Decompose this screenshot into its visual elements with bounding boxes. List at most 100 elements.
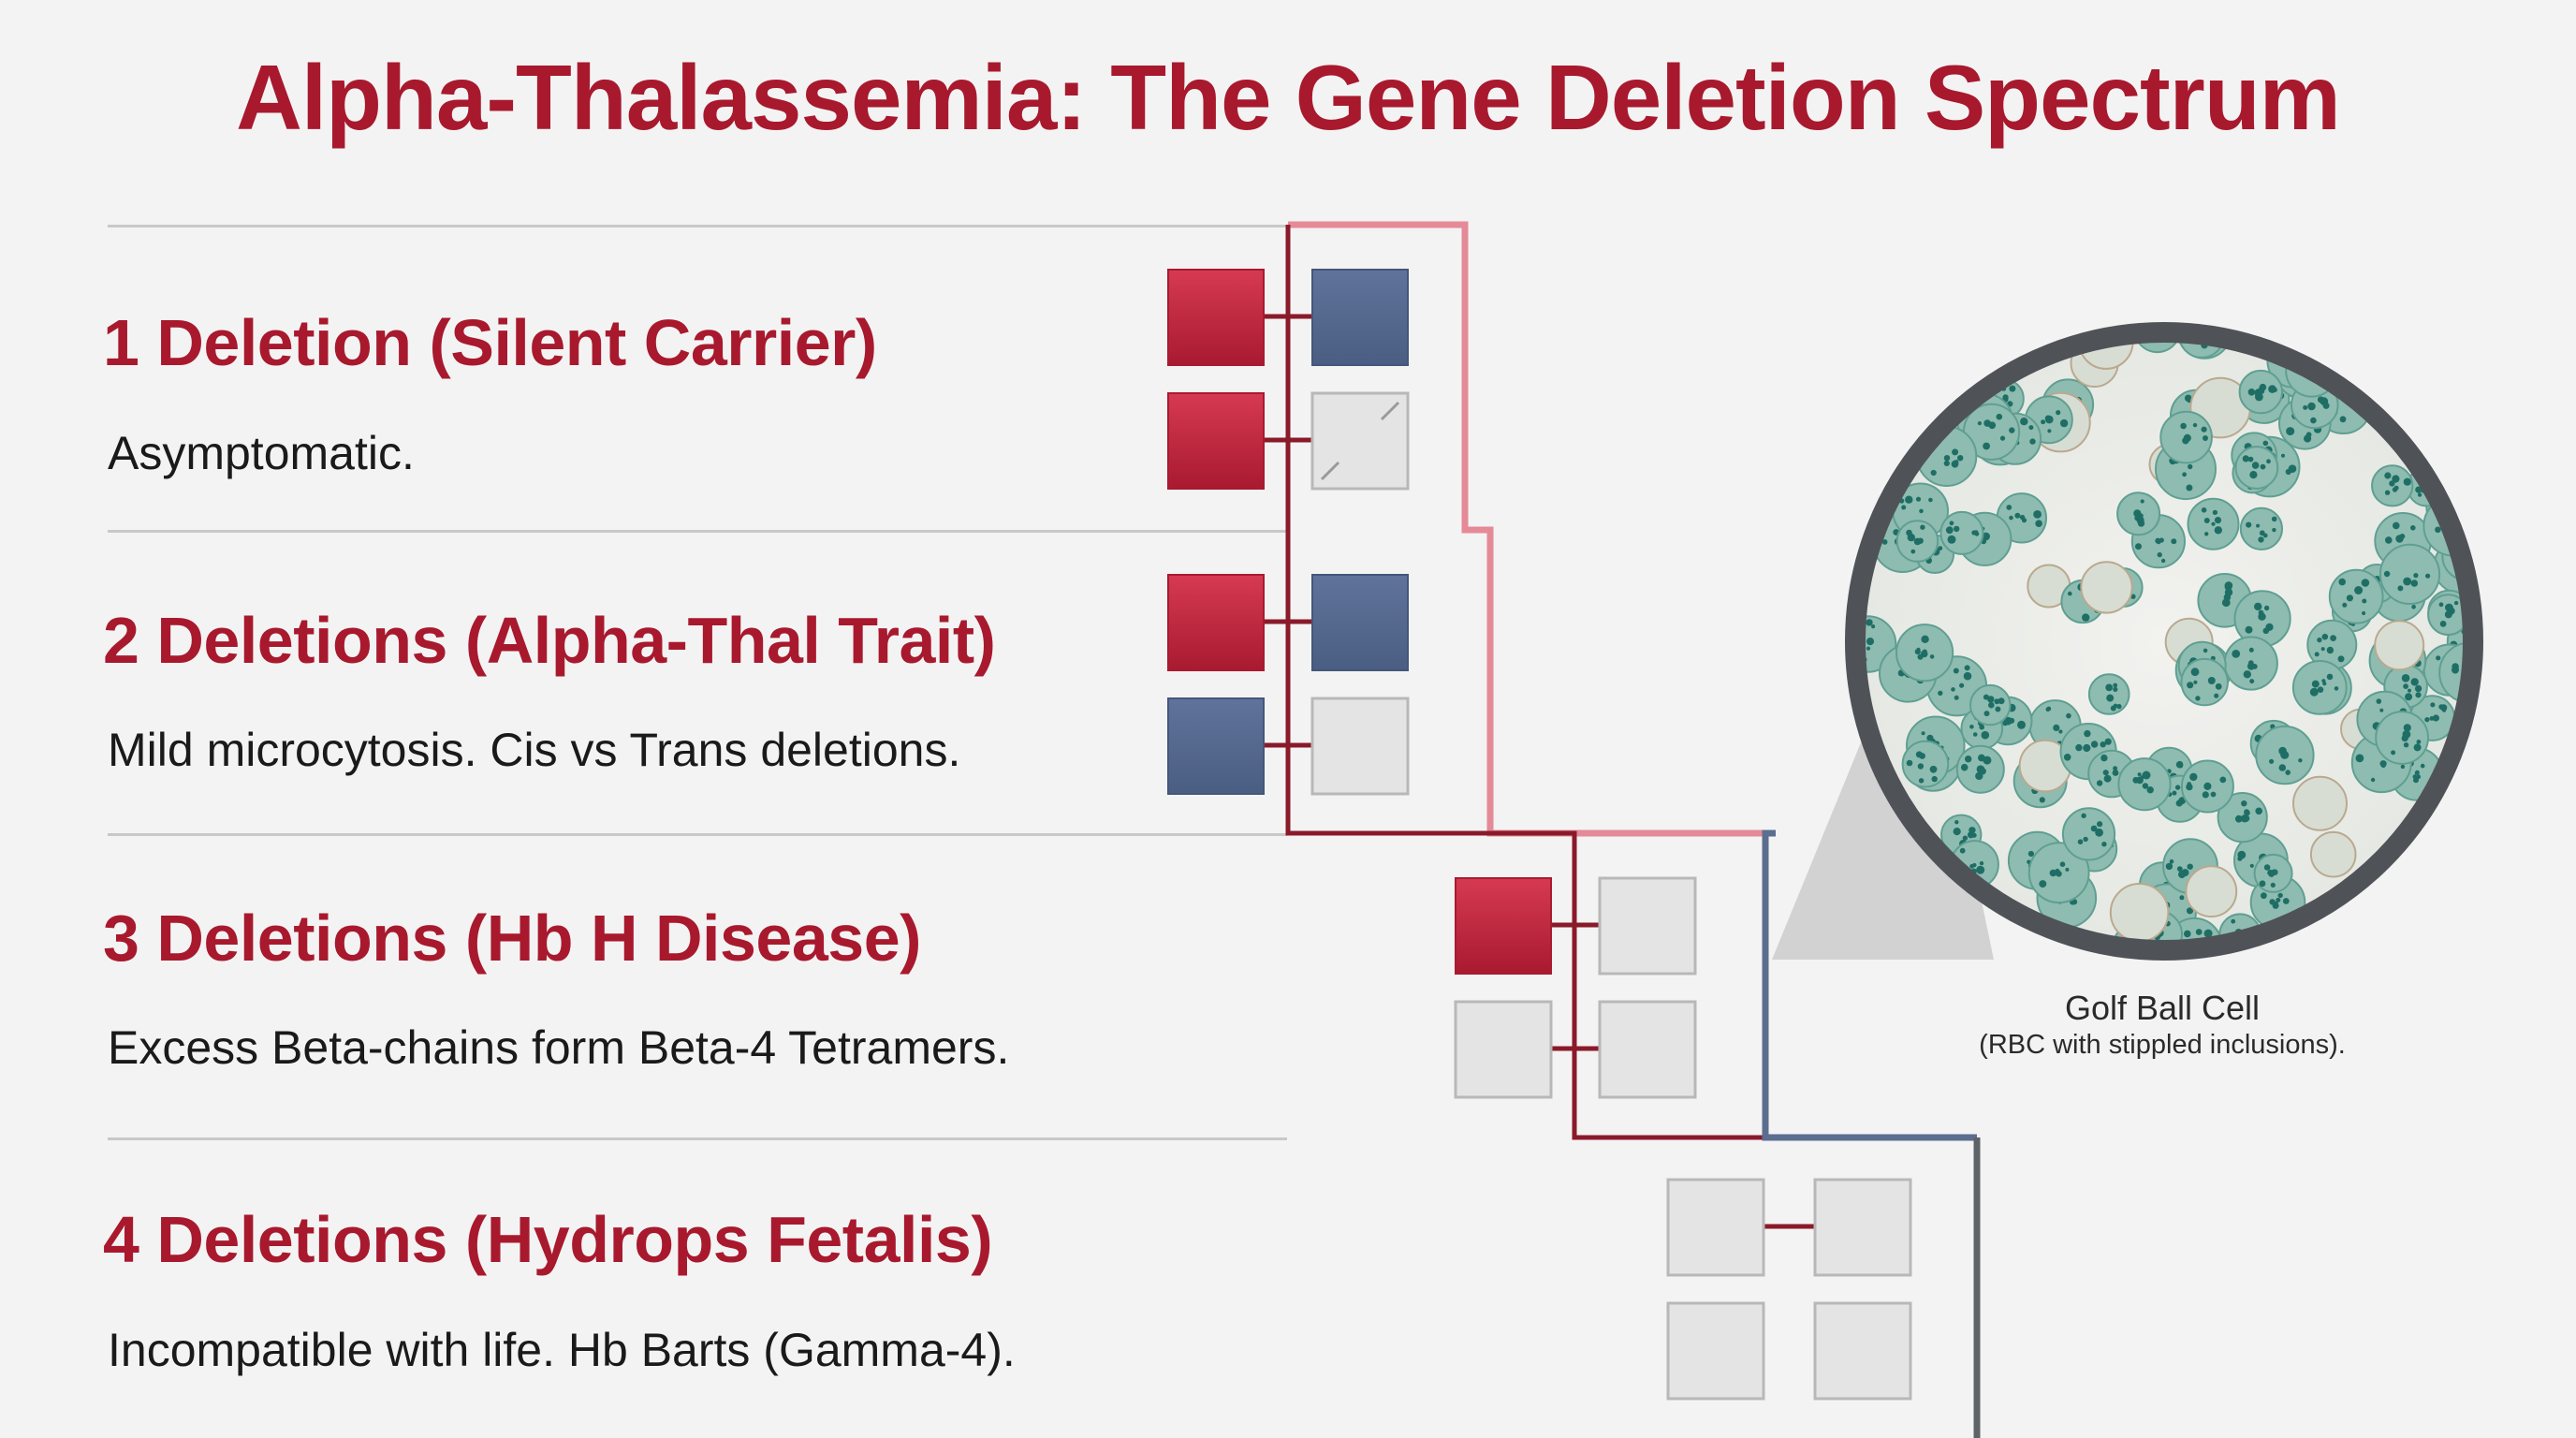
stippled-inclusion [2184,435,2189,441]
stippled-inclusion [2314,652,2320,657]
stippled-inclusion [2100,741,2106,748]
stippled-inclusion [2262,440,2269,447]
stippled-inclusion [1952,448,1959,456]
stippled-inclusion [2439,704,2448,712]
stippled-inclusion [2403,477,2411,486]
stippled-inclusion [2106,694,2115,702]
stippled-inclusion [2266,459,2271,464]
stippled-inclusion [2400,764,2406,770]
stippled-inclusion [1981,730,1990,740]
stippled-inclusion [2112,770,2119,776]
stippled-inclusion [2393,485,2399,491]
alpha-gene-present [1167,269,1265,366]
stippled-inclusion [2178,763,2184,769]
stippled-inclusion [1920,524,1925,530]
stippled-inclusion [2242,455,2249,462]
stippled-inclusion [2195,696,2201,701]
stippled-inclusion [2412,774,2418,780]
stippled-inclusion [1866,638,1875,646]
stippled-inclusion [2113,682,2118,688]
stippled-inclusion [1988,421,1997,430]
stippled-inclusion [2339,416,2347,423]
stippled-inclusion [2317,637,2322,643]
stippled-inclusion [2354,586,2364,594]
stippled-inclusion [2271,516,2277,522]
stippled-inclusion [2414,770,2419,775]
stippled-inclusion [1905,495,1913,504]
stippled-inclusion [2110,705,2116,712]
stippled-inclusion [1974,531,1980,536]
stippled-inclusion [2334,686,2339,691]
stippled-inclusion [2178,797,2187,805]
stippled-inclusion [2201,426,2207,433]
stippled-inclusion [2403,724,2411,732]
stippled-inclusion [1983,711,1990,717]
stippled-inclusion [2446,611,2452,617]
stippled-inclusion [2210,791,2217,798]
stippled-inclusion [2276,897,2281,902]
stippled-inclusion [2370,777,2376,783]
stippled-inclusion [1943,460,1950,466]
stippled-inclusion [2322,682,2327,686]
stippled-inclusion [2384,472,2392,479]
stippled-inclusion [2212,509,2218,516]
stippled-inclusion [2256,523,2261,528]
stippled-inclusion [2050,870,2055,874]
stippled-inclusion [2056,871,2062,877]
stippled-inclusion [2203,435,2208,441]
page-title: Alpha-Thalassemia: The Gene Deletion Spe… [236,46,2341,149]
stippled-inclusion [2243,670,2251,679]
alpha-gene-present [1167,697,1265,795]
stippled-inclusion [2317,396,2324,404]
stippled-inclusion [2245,625,2253,634]
stippled-inclusion [2014,512,2021,519]
row-3-gene-pair [1454,876,1697,1099]
stippled-inclusion [1928,497,1933,503]
stippled-inclusion [2134,515,2140,521]
stippled-inclusion [2384,490,2391,495]
alpha-gene-deleted [1666,1301,1765,1401]
stippled-inclusion [2258,536,2264,543]
stippled-inclusion [2307,402,2316,411]
row-divider [108,833,1287,836]
stippled-inclusion [2402,730,2411,739]
stippled-inclusion [1871,624,1876,629]
stippled-inclusion [1969,725,1974,729]
stippled-inclusion [2140,499,2144,504]
stippled-inclusion [1947,535,1956,544]
row-1-gene-pair [1167,269,1410,491]
stippled-inclusion [2438,602,2444,608]
stippled-inclusion [2207,677,2216,684]
stippled-inclusion [2255,392,2263,402]
stippled-inclusion [2192,422,2198,428]
stippled-inclusion [2249,679,2255,684]
connector-line-slate [1762,829,1977,1141]
stippled-inclusion [1998,697,2005,705]
stippled-inclusion [2090,825,2098,832]
stippled-inclusion [2242,814,2250,822]
row-2-gene-pair [1167,574,1410,796]
stippled-inclusion [2186,484,2193,492]
stippled-inclusion [1938,690,1943,697]
stippled-inclusion [2254,602,2262,611]
stippled-inclusion [1969,827,1976,834]
stippled-inclusion [2414,684,2422,693]
stippled-inclusion [2278,764,2287,771]
stippled-inclusion [2045,415,2054,424]
stippled-inclusion [1988,701,1995,709]
stippled-inclusion [1931,775,1938,783]
stippled-inclusion [1921,731,1925,736]
stippled-inclusion [2075,743,2083,752]
stippled-inclusion [2039,797,2045,803]
rbc-cell [2309,830,2357,878]
stippled-inclusion [2282,898,2290,904]
stippled-inclusion [2477,553,2482,559]
stippled-inclusion [2413,743,2422,752]
stippled-inclusion [2310,417,2317,424]
stippled-inclusion [2113,766,2118,771]
stippled-inclusion [2376,698,2382,704]
stippled-inclusion [1929,765,1938,773]
alpha-gene-deleted [1813,1301,1912,1401]
lens-subcaption: (RBC with stippled inclusions). [1979,1030,2346,1060]
stippled-inclusion [1930,469,1937,477]
